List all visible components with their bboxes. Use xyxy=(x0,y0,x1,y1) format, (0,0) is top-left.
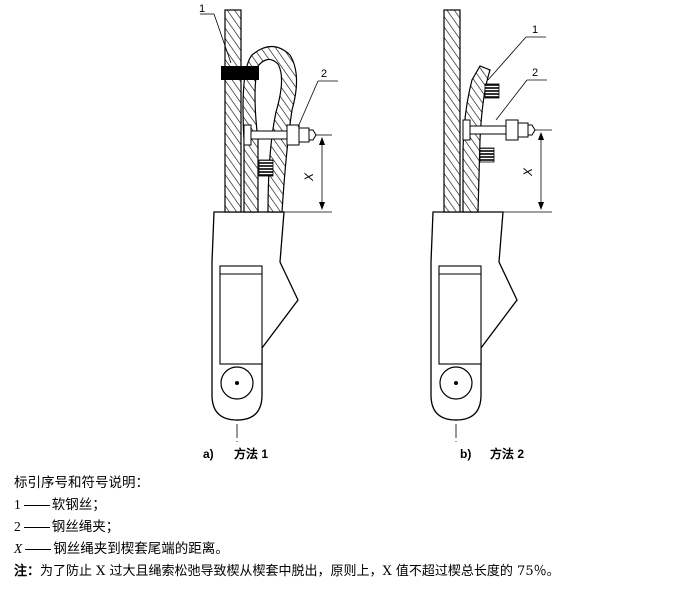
callout-1: 1 xyxy=(199,3,232,64)
caption-b-text: 方法 2 xyxy=(490,446,524,461)
caption-b-letter: b) xyxy=(460,447,471,461)
legend-heading: 标引序号和符号说明： xyxy=(14,475,149,491)
callout-1: 1 xyxy=(487,24,546,81)
caption-a-text: 方法 1 xyxy=(234,446,268,461)
dim-label-x: X xyxy=(302,172,316,182)
rope-wedge-socket-figure: X 1 2 a) 方法 1 xyxy=(199,3,552,461)
svg-text:1: 1 xyxy=(199,3,205,15)
legend-item-2: 2 钢丝绳夹； xyxy=(14,518,119,536)
svg-text:2: 2 xyxy=(321,68,327,80)
dim-label-x: X xyxy=(521,167,535,177)
panel-a: X 1 2 a) 方法 1 xyxy=(199,3,338,461)
callout-2: 2 xyxy=(495,67,547,121)
live-rope xyxy=(443,9,461,213)
soft-wire-coil-lower xyxy=(479,147,495,163)
legend-key: X xyxy=(14,541,23,556)
wire-rope-clip xyxy=(462,119,536,141)
wedge-slot xyxy=(438,265,482,365)
legend-key: 1 xyxy=(14,497,21,512)
legend-item-x: X 钢丝绳夹到楔套尾端的距离。 xyxy=(14,540,229,558)
panel-b: X 1 2 b) 方法 2 xyxy=(430,9,552,461)
wire-rope-clip xyxy=(243,124,317,146)
legend-key: 2 xyxy=(14,519,21,534)
soft-wire-binding xyxy=(221,66,259,80)
svg-text:2: 2 xyxy=(532,67,538,79)
live-rope xyxy=(224,9,242,213)
callout-2: 2 xyxy=(297,68,338,128)
legend-text: 钢丝绳夹； xyxy=(51,519,120,535)
legend-item-1: 1 软钢丝； xyxy=(14,496,106,514)
caption-a-letter: a) xyxy=(203,447,214,461)
soft-wire-coil-upper xyxy=(484,83,500,99)
legend-text: 钢丝绳夹到楔套尾端的距离。 xyxy=(53,541,229,557)
dimension-x: X xyxy=(503,129,552,213)
note: 注：为了防止 X 过大且绳索松弛导致楔从楔套中脱出，原则上，X 值不超过楔总长度… xyxy=(14,563,560,581)
legend-text: 软钢丝； xyxy=(51,497,106,513)
wedge-slot xyxy=(219,265,263,365)
dead-end-rope-loop xyxy=(242,45,298,213)
note-text: 为了防止 X 过大且绳索松弛导致楔从楔套中脱出，原则上，X 值不超过楔总长度的 … xyxy=(40,564,560,579)
svg-text:1: 1 xyxy=(532,24,538,36)
dead-end-coil xyxy=(258,159,274,177)
dimension-x: X xyxy=(284,134,332,213)
note-label: 注： xyxy=(14,564,41,579)
